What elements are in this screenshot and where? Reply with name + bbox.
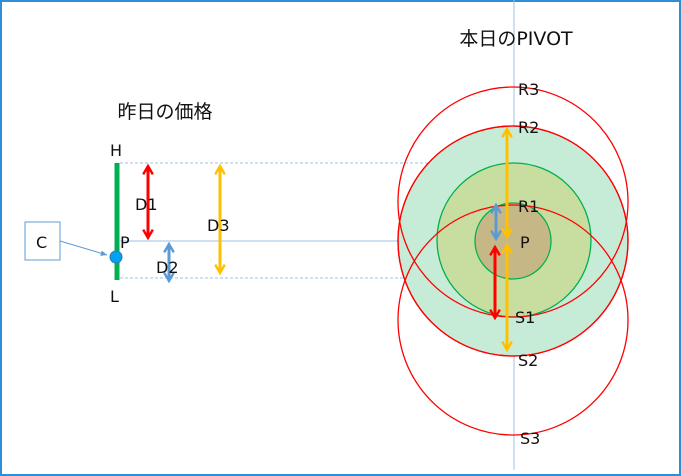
label-d3: D3 bbox=[207, 216, 230, 235]
label-r2: R2 bbox=[518, 118, 539, 137]
label-r3: R3 bbox=[518, 80, 539, 99]
label-d1: D1 bbox=[135, 195, 158, 214]
yesterday-title: 昨日の価格 bbox=[117, 101, 212, 123]
label-p: P bbox=[520, 233, 530, 252]
label-s3: S3 bbox=[520, 429, 540, 448]
label-high: H bbox=[110, 141, 122, 160]
close-dot bbox=[109, 250, 123, 264]
s3-circle bbox=[397, 204, 629, 436]
label-close: C bbox=[36, 233, 47, 252]
label-s2: S2 bbox=[518, 351, 538, 370]
label-pivot: P bbox=[120, 233, 130, 252]
close-pointer bbox=[59, 240, 108, 256]
today-title: 本日のPIVOT bbox=[459, 28, 573, 50]
label-r1: R1 bbox=[518, 197, 539, 216]
r2-s2-outline bbox=[397, 125, 629, 357]
label-low: L bbox=[110, 287, 119, 306]
label-d2: D2 bbox=[156, 258, 179, 277]
r3-circle bbox=[397, 86, 629, 318]
pivot-circle bbox=[474, 202, 552, 280]
label-s1: S1 bbox=[515, 308, 535, 327]
